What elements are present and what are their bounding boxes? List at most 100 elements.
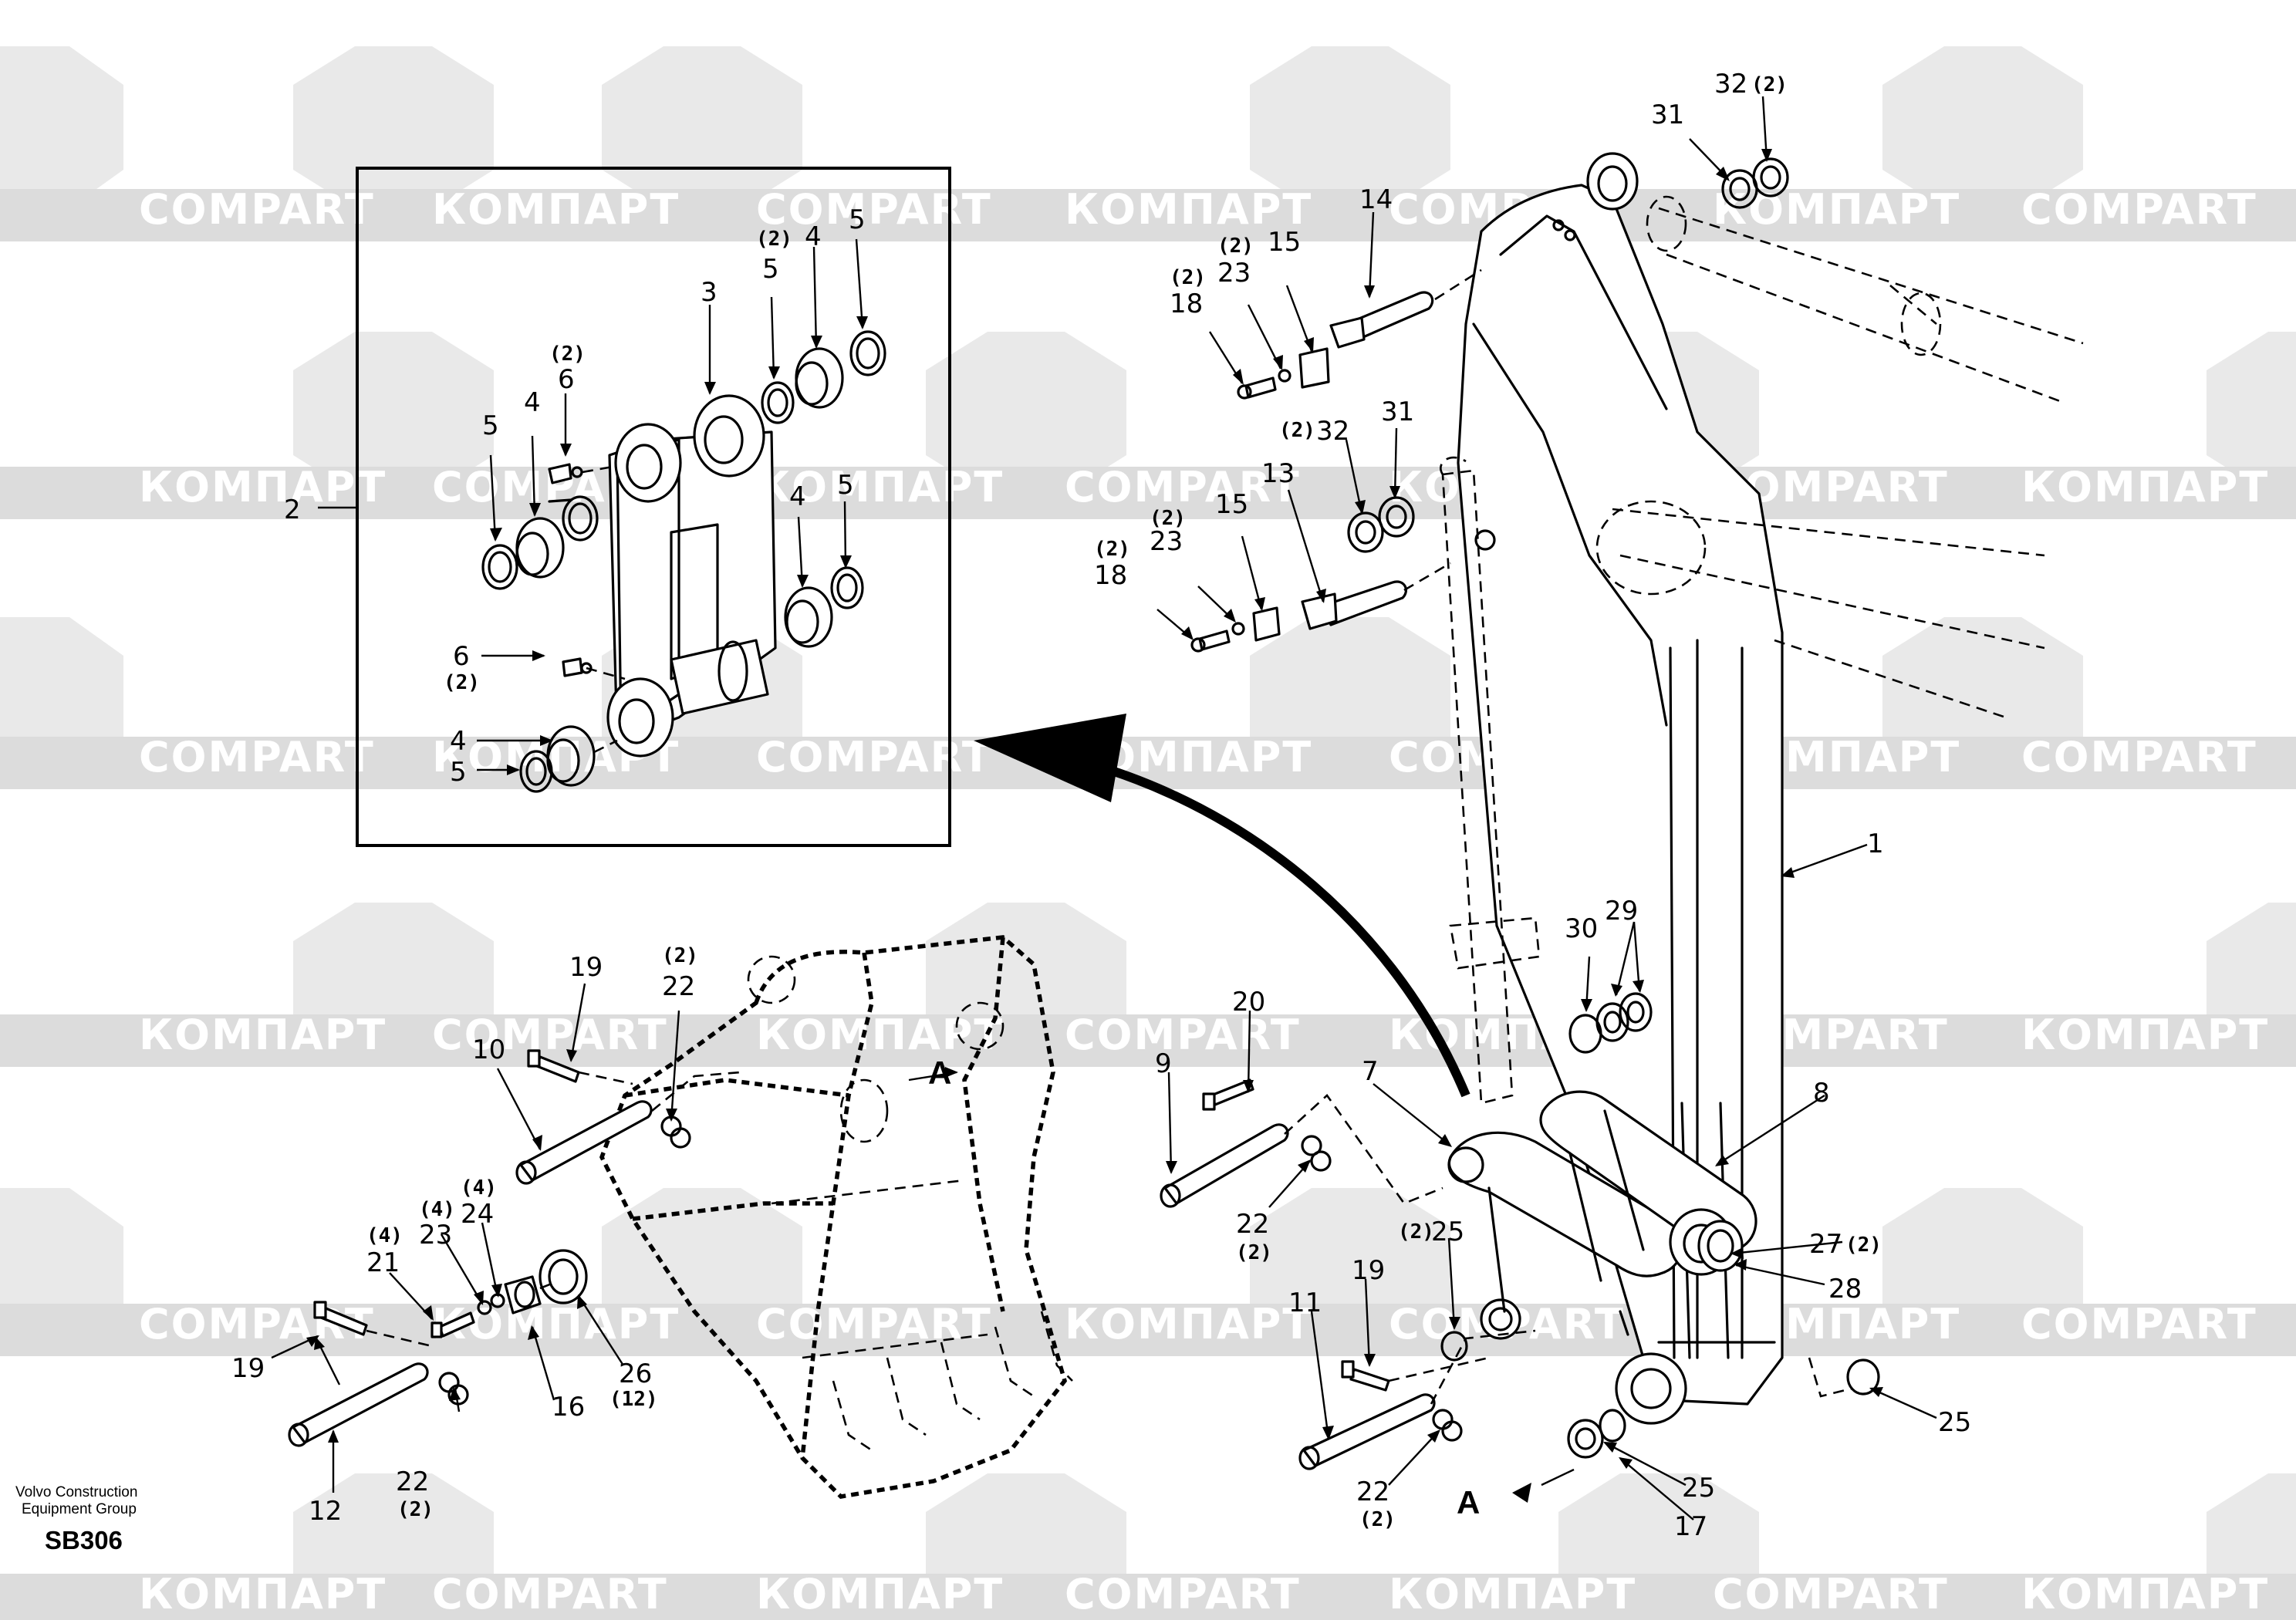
seal-5-right bbox=[830, 566, 864, 609]
plate-15-mid bbox=[1252, 606, 1281, 642]
watermark-bands bbox=[0, 189, 2296, 1620]
callout-23-mid: 23 bbox=[1150, 526, 1183, 557]
qty-32-mid: (2) bbox=[1279, 419, 1315, 442]
bucket-cylinder bbox=[1440, 195, 2084, 1105]
callout-5-left: 5 bbox=[482, 410, 499, 441]
qty-22-right: (2) bbox=[1359, 1508, 1396, 1531]
plate-15-top bbox=[1298, 347, 1330, 389]
qty-22-top: (2) bbox=[662, 944, 698, 967]
callout-5-bottom: 5 bbox=[450, 757, 467, 788]
inset-arrowheads bbox=[490, 316, 868, 775]
watermark-label: КОМПАРТ bbox=[1065, 185, 1312, 234]
bushings-and-seals bbox=[481, 330, 886, 793]
watermark-label: КОМПАРТ bbox=[1713, 185, 1960, 234]
callout-29: 29 bbox=[1605, 896, 1638, 926]
watermark-label: COMPART bbox=[756, 733, 992, 781]
callout-32-mid: 32 bbox=[1316, 416, 1349, 447]
link-detail-inset bbox=[318, 167, 951, 847]
callout-17: 17 bbox=[1674, 1511, 1707, 1542]
callout-15-top: 15 bbox=[1268, 227, 1301, 258]
callout-5-top-a: 5 bbox=[762, 254, 779, 285]
callout-10: 10 bbox=[472, 1034, 505, 1065]
grease-nipple-6-top bbox=[548, 463, 572, 484]
callout-4-bottom: 4 bbox=[450, 726, 467, 757]
bushing-4-right bbox=[784, 586, 833, 648]
watermark-hexagons bbox=[0, 46, 2296, 1620]
callout-5-top-b: 5 bbox=[849, 204, 866, 235]
callout-6-bottom: 6 bbox=[453, 641, 470, 672]
watermark-label: COMPART bbox=[2021, 733, 2257, 781]
qty-18-mid: (2) bbox=[1094, 538, 1130, 561]
watermark-label: КОМПАРТ bbox=[2021, 1011, 2269, 1059]
callout-31-mid: 31 bbox=[1381, 397, 1414, 427]
callout-32-top: 32 bbox=[1714, 69, 1747, 100]
bolt-19-right bbox=[1349, 1368, 1390, 1392]
callout-22-mid: 22 bbox=[1236, 1209, 1269, 1240]
callout-11: 11 bbox=[1288, 1288, 1322, 1318]
pin-10 bbox=[519, 1100, 653, 1182]
view-label-a-bottom: A bbox=[1457, 1484, 1480, 1520]
pin-12 bbox=[292, 1362, 429, 1444]
watermark-label: КОМПАРТ bbox=[756, 463, 1004, 511]
callout-12: 12 bbox=[309, 1496, 342, 1527]
callout-25-bottom: 25 bbox=[1682, 1473, 1715, 1504]
callout-20: 20 bbox=[1232, 987, 1265, 1018]
watermark-label: COMPART bbox=[1713, 1570, 1949, 1618]
callout-14: 14 bbox=[1359, 184, 1393, 215]
qty-32-top: (2) bbox=[1751, 73, 1788, 96]
qty-22-mid: (2) bbox=[1236, 1241, 1272, 1264]
callout-22-right: 22 bbox=[1356, 1477, 1389, 1507]
hardware-right bbox=[1160, 157, 1880, 1470]
callout-30: 30 bbox=[1565, 913, 1598, 944]
callout-7: 7 bbox=[1362, 1056, 1379, 1087]
callout-21: 21 bbox=[366, 1247, 400, 1278]
seal-5-top-a bbox=[761, 381, 795, 424]
watermark-label: КОМПАРТ bbox=[2021, 463, 2269, 511]
callout-23-top: 23 bbox=[1217, 258, 1251, 289]
qty-6-top: (2) bbox=[549, 343, 586, 366]
watermark-label: КОМПАРТ bbox=[1065, 1300, 1312, 1348]
grease-nipple-6-bottom bbox=[562, 657, 583, 677]
callout-18-top: 18 bbox=[1170, 289, 1203, 319]
watermark-label: КОМПАРТ bbox=[432, 1300, 680, 1348]
callout-16: 16 bbox=[552, 1392, 585, 1423]
watermark-label: COMPART bbox=[1065, 1570, 1301, 1618]
linkage-7-8 bbox=[1447, 1090, 1757, 1340]
pin-13 bbox=[1322, 580, 1407, 626]
callout-26: 26 bbox=[619, 1358, 652, 1389]
qty-21: (4) bbox=[366, 1224, 403, 1247]
seal-5-bottom bbox=[519, 750, 553, 793]
hardware-left bbox=[288, 1049, 741, 1447]
company-name-line2: Equipment Group bbox=[22, 1501, 137, 1517]
watermark-label: COMPART bbox=[432, 1570, 668, 1618]
watermark-label: КОМПАРТ bbox=[432, 185, 680, 234]
link-body-3 bbox=[606, 394, 777, 758]
callout-5-right: 5 bbox=[837, 470, 854, 501]
watermark-label: COMPART bbox=[139, 733, 375, 781]
callout-8: 8 bbox=[1813, 1078, 1830, 1109]
qty-26: (12) bbox=[609, 1388, 658, 1411]
callout-25-mid: 25 bbox=[1431, 1217, 1464, 1247]
watermark-label: КОМПАРТ bbox=[139, 1570, 387, 1618]
link-7 bbox=[1447, 1131, 1683, 1277]
pin-9 bbox=[1163, 1123, 1289, 1205]
watermark-label: COMPART bbox=[1065, 1011, 1301, 1059]
watermark-texts: COMPART КОМПАРТ COMPART КОМПАРТ COMPART КОМПА… bbox=[139, 185, 2269, 1618]
watermark-label: КОМПАРТ bbox=[756, 1570, 1004, 1618]
watermark-label: COMPART bbox=[1065, 463, 1301, 511]
leader-arrowheads bbox=[306, 149, 1883, 1469]
drawing-code: SB306 bbox=[45, 1526, 123, 1554]
callout-24: 24 bbox=[461, 1199, 494, 1230]
qty-25-mid: (2) bbox=[1398, 1220, 1434, 1244]
callout-18-mid: 18 bbox=[1094, 560, 1127, 591]
callout-25-right: 25 bbox=[1938, 1407, 1971, 1438]
callout-23-left: 23 bbox=[419, 1220, 452, 1250]
qty-6-bottom: (2) bbox=[444, 671, 480, 694]
qty-5-top-a: (2) bbox=[756, 228, 792, 251]
view-a-markers: A A bbox=[928, 1055, 1531, 1520]
watermark-label: COMPART bbox=[432, 1011, 668, 1059]
footer: Volvo Construction Equipment Group SB306 bbox=[15, 1484, 137, 1554]
watermark-label: КОМПАРТ bbox=[2021, 1570, 2269, 1618]
callout-19-right: 19 bbox=[1352, 1255, 1385, 1286]
